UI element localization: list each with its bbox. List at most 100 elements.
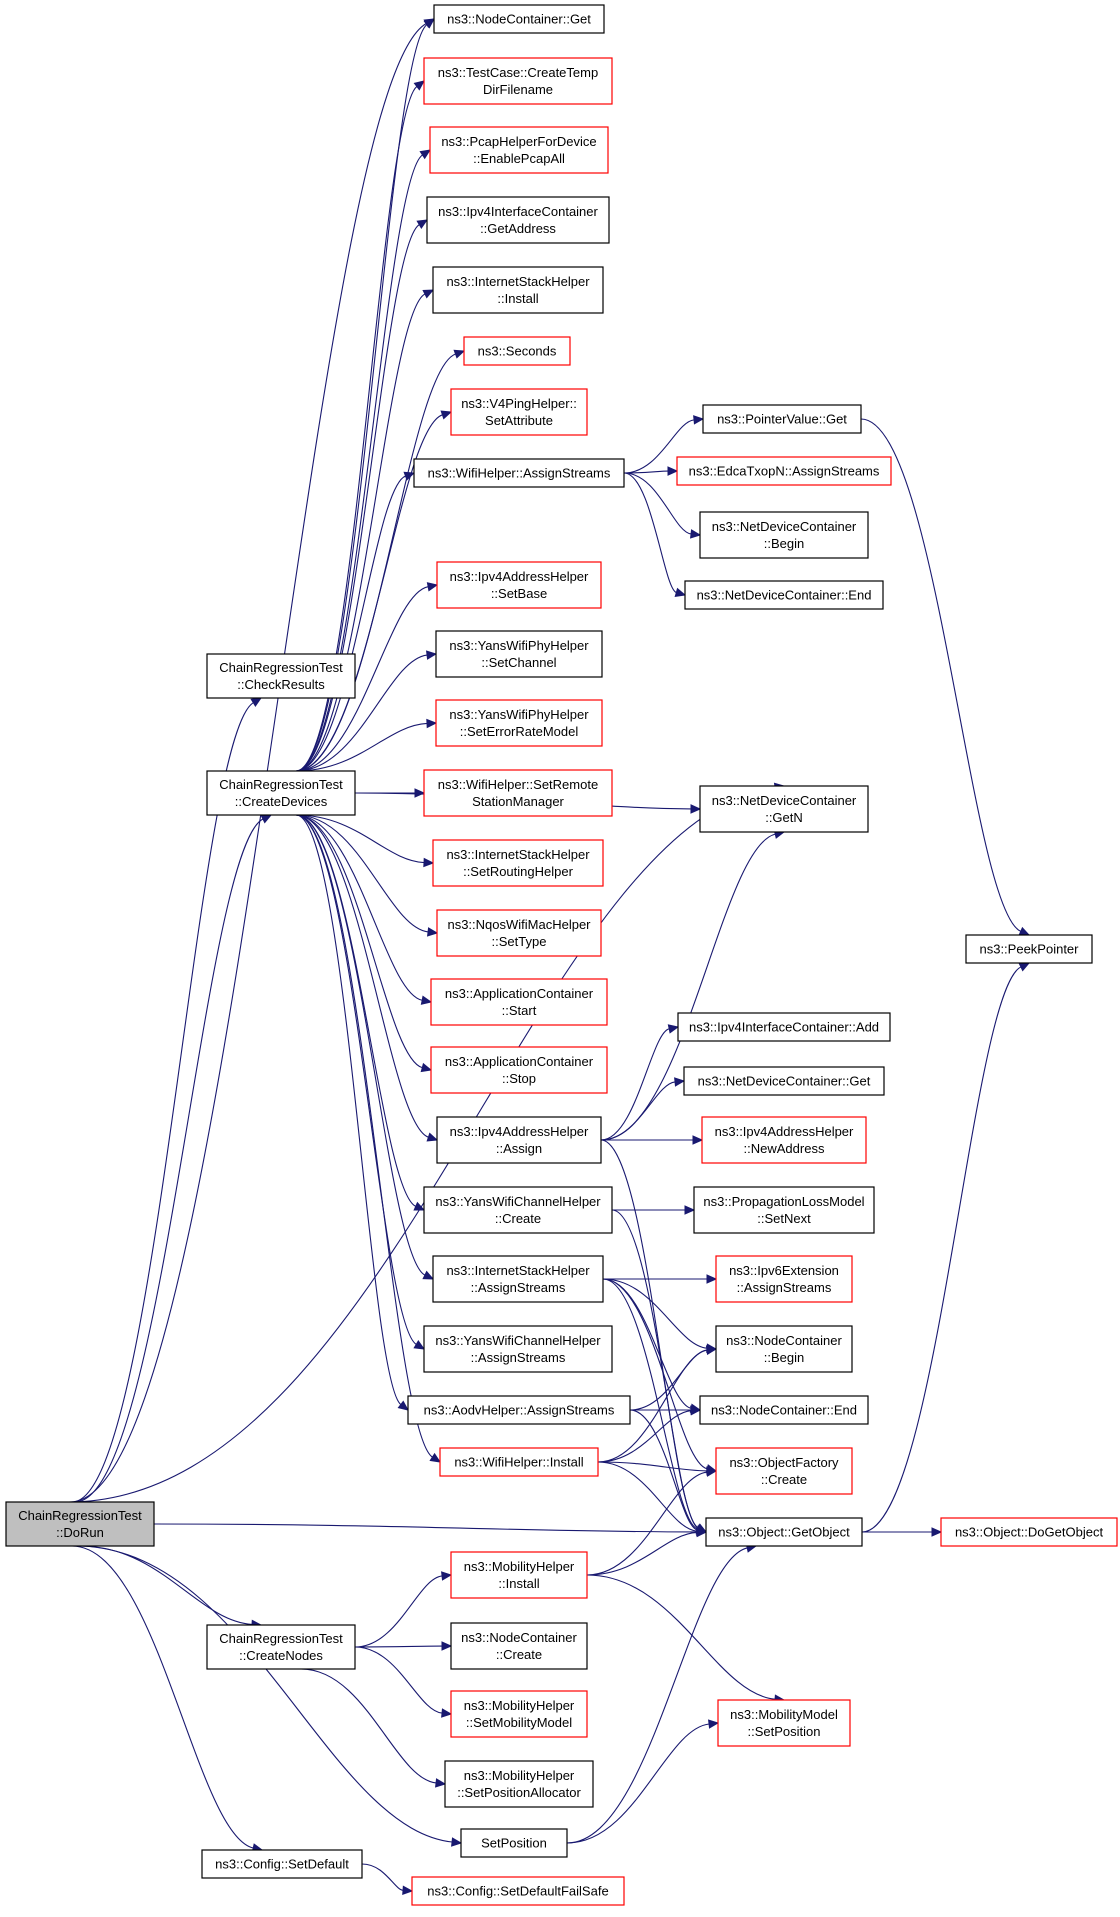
node-ncCreate[interactable]: ns3::NodeContainer::Create	[450, 1622, 588, 1670]
edge-line	[597, 1410, 692, 1463]
node-ishInstall[interactable]: ns3::InternetStackHelper::Install	[432, 266, 604, 314]
edge-line	[861, 966, 1022, 1533]
edge-arrowhead	[693, 415, 705, 425]
node-label: ns3::NetDeviceContainer::Get	[698, 1074, 871, 1089]
node-ndcGetN[interactable]: ns3::NetDeviceContainer::GetN	[699, 785, 869, 833]
node-ndcBegin[interactable]: ns3::NetDeviceContainer::Begin	[699, 511, 869, 559]
edge-arrowhead	[692, 1135, 704, 1145]
node-ncGet[interactable]: ns3::NodeContainer::Get	[433, 4, 605, 34]
edge-createNodes-to-mobSetPosAlloc	[300, 1668, 447, 1788]
node-ipv4NewAddr[interactable]: ns3::Ipv4AddressHelper::NewAddress	[701, 1116, 867, 1164]
node-mobInstall[interactable]: ns3::MobilityHelper::Install	[450, 1551, 588, 1599]
edge-arrowhead	[674, 1077, 686, 1087]
node-box	[5, 1501, 155, 1547]
node-box	[965, 934, 1093, 964]
node-label: ns3::PointerValue::Get	[717, 412, 847, 427]
node-label: ns3::PropagationLossModel	[703, 1194, 864, 1209]
edge-arrowhead	[419, 149, 432, 160]
edge-createDevices-to-tcCreateTemp	[295, 80, 425, 772]
node-setPosition[interactable]: SetPosition	[460, 1828, 568, 1858]
node-wifiAssign[interactable]: ns3::WifiHelper::AssignStreams	[413, 458, 625, 488]
edge-pvGet-to-peekPointer	[860, 418, 1031, 936]
node-ndcGet[interactable]: ns3::NetDeviceContainer::Get	[683, 1066, 885, 1096]
edge-line	[295, 814, 417, 1345]
node-box	[407, 1395, 631, 1425]
edge-setPosition-to-mmSetPosition	[566, 1719, 720, 1844]
node-ndcEnd[interactable]: ns3::NetDeviceContainer::End	[684, 580, 884, 610]
node-nqosSetType[interactable]: ns3::NqosWifiMacHelper::SetType	[436, 909, 602, 957]
node-yansChAssign[interactable]: ns3::YansWifiChannelHelper::AssignStream…	[423, 1325, 613, 1373]
edge-createNodes-to-ncCreate	[354, 1641, 453, 1651]
node-checkResults[interactable]: ChainRegressionTest::CheckResults	[206, 653, 356, 699]
node-objGetObject[interactable]: ns3::Object::GetObject	[705, 1517, 863, 1547]
edge-arrowhead	[414, 788, 426, 798]
edge-createDevices-to-ishSetRouting	[295, 814, 435, 868]
edge-line	[629, 1409, 698, 1531]
node-ipv4AddrSetBase[interactable]: ns3::Ipv4AddressHelper::SetBase	[436, 561, 602, 609]
node-configSetDefault[interactable]: ns3::Config::SetDefault	[201, 1849, 363, 1879]
node-seconds[interactable]: ns3::Seconds	[463, 336, 571, 366]
node-ipv4IcGetAddress[interactable]: ns3::Ipv4InterfaceContainer::GetAddress	[426, 196, 610, 244]
edge-line	[602, 1278, 692, 1409]
node-box	[413, 458, 625, 488]
node-createNodes[interactable]: ChainRegressionTest::CreateNodes	[206, 1624, 356, 1670]
edge-line	[602, 1278, 708, 1470]
node-label: ns3::WifiHelper::AssignStreams	[428, 466, 611, 481]
node-createDevices[interactable]: ChainRegressionTest::CreateDevices	[206, 770, 356, 816]
node-ofCreate[interactable]: ns3::ObjectFactory::Create	[715, 1447, 853, 1495]
node-box	[435, 630, 603, 678]
node-box	[426, 196, 610, 244]
node-yansPhySetError[interactable]: ns3::YansWifiPhyHelper::SetErrorRateMode…	[435, 699, 603, 747]
edge-line	[295, 814, 429, 1138]
edge-line	[566, 1547, 748, 1844]
node-aodvAssign[interactable]: ns3::AodvHelper::AssignStreams	[407, 1395, 631, 1425]
node-plmSetNext[interactable]: ns3::PropagationLossModel::SetNext	[693, 1186, 875, 1234]
node-label: ::DoRun	[56, 1525, 104, 1540]
node-pcapEnable[interactable]: ns3::PcapHelperForDevice::EnablePcapAll	[429, 126, 609, 174]
node-appStart[interactable]: ns3::ApplicationContainer::Start	[430, 978, 608, 1026]
edge-wifiInstall-to-ncBegin	[597, 1345, 718, 1463]
node-configFailSafe[interactable]: ns3::Config::SetDefaultFailSafe	[411, 1876, 625, 1906]
node-label: ::Create	[495, 1211, 541, 1226]
node-ishSetRouting[interactable]: ns3::InternetStackHelper::SetRoutingHelp…	[432, 839, 604, 887]
node-ipv6ExtAssign[interactable]: ns3::Ipv6Extension::AssignStreams	[715, 1255, 853, 1303]
edge-arrowhead	[706, 1467, 718, 1477]
node-yansChCreate[interactable]: ns3::YansWifiChannelHelper::Create	[423, 1186, 613, 1234]
node-label: ::Create	[496, 1647, 542, 1662]
edge-arrowhead	[690, 1405, 702, 1416]
node-mobSetModel[interactable]: ns3::MobilityHelper::SetMobilityModel	[450, 1690, 588, 1738]
node-edcaAssign[interactable]: ns3::EdcaTxopN::AssignStreams	[676, 456, 892, 486]
node-ishAssign[interactable]: ns3::InternetStackHelper::AssignStreams	[432, 1255, 604, 1303]
node-yansPhySetChannel[interactable]: ns3::YansWifiPhyHelper::SetChannel	[435, 630, 603, 678]
edge-arrowhead	[706, 1274, 718, 1284]
node-label: ns3::WifiHelper::Install	[454, 1455, 583, 1470]
edge-createDevices-to-ipv4AddrSetBase	[295, 582, 439, 772]
node-mobSetPosAlloc[interactable]: ns3::MobilityHelper::SetPositionAllocato…	[444, 1760, 594, 1808]
node-v4ping[interactable]: ns3::V4PingHelper::SetAttribute	[450, 388, 588, 436]
node-label: ns3::NodeContainer	[461, 1630, 577, 1645]
node-label: ::CreateNodes	[239, 1648, 323, 1663]
node-ncEnd[interactable]: ns3::NodeContainer::End	[699, 1395, 869, 1425]
node-label: ::CreateDevices	[235, 794, 328, 809]
edge-line	[602, 1278, 708, 1349]
node-appStop[interactable]: ns3::ApplicationContainer::Stop	[430, 1046, 608, 1094]
node-label: ns3::NqosWifiMacHelper	[447, 917, 591, 932]
edge-arrowhead	[250, 697, 263, 708]
node-ncBegin[interactable]: ns3::NodeContainer::Begin	[715, 1325, 853, 1373]
node-mmSetPosition[interactable]: ns3::MobilityModel::SetPosition	[717, 1699, 851, 1747]
node-doRun[interactable]: ChainRegressionTest::DoRun	[5, 1501, 155, 1547]
node-pvGet[interactable]: ns3::PointerValue::Get	[702, 404, 862, 434]
edge-arrowhead	[667, 1024, 680, 1034]
edge-arrowhead	[931, 1527, 943, 1537]
node-label: ::SetRoutingHelper	[463, 864, 574, 879]
node-box	[940, 1517, 1118, 1547]
node-wifiInstall[interactable]: ns3::WifiHelper::Install	[439, 1447, 599, 1477]
node-peekPointer[interactable]: ns3::PeekPointer	[965, 934, 1093, 964]
edge-line	[600, 1028, 670, 1141]
node-ipv4AddrAssign[interactable]: ns3::Ipv4AddressHelper::Assign	[436, 1116, 602, 1164]
node-ipv4IcAdd[interactable]: ns3::Ipv4InterfaceContainer::Add	[677, 1012, 891, 1042]
node-objDoGetObject[interactable]: ns3::Object::DoGetObject	[940, 1517, 1118, 1547]
node-label: ns3::Ipv4InterfaceContainer::Add	[689, 1020, 879, 1035]
